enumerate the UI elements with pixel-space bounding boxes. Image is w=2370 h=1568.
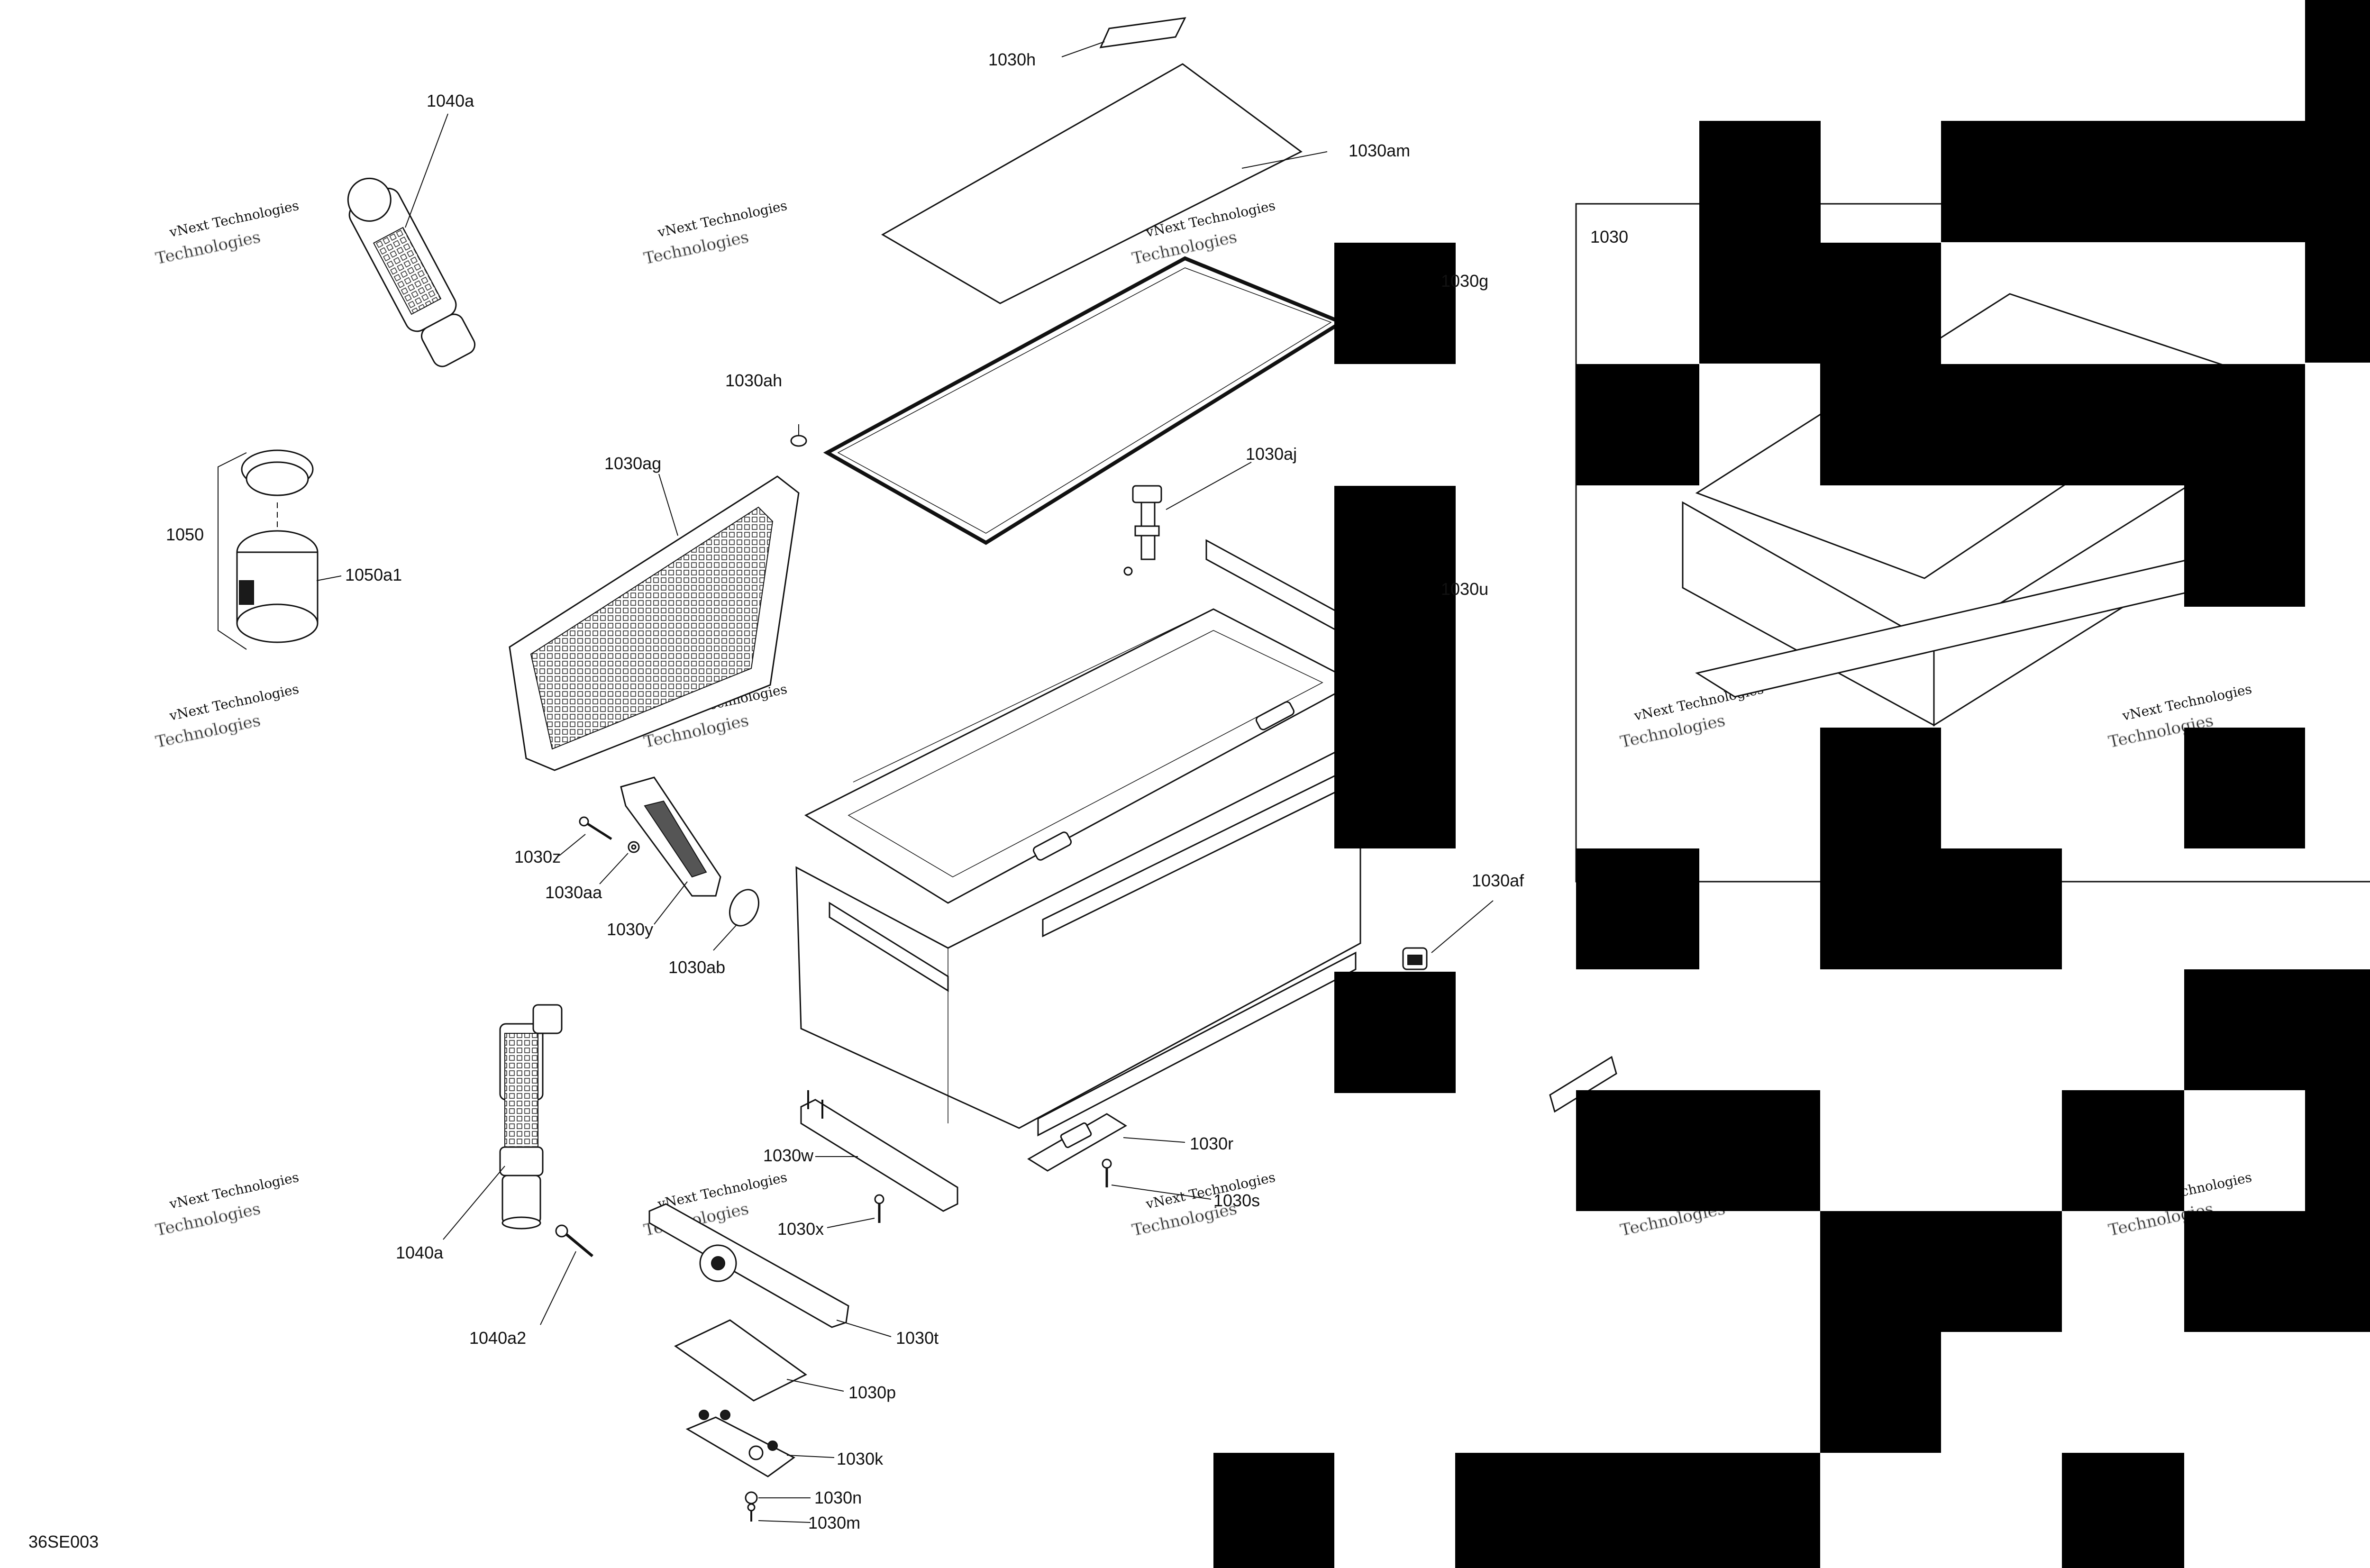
callout-1040a2: 1040a2 [469,1328,526,1348]
part-1030af-knob [1402,947,1428,970]
part-1030y-bracket [620,776,721,897]
part-1040a-rod-holder-bottom [499,1004,563,1230]
part-1050a1-cup [236,530,319,643]
callout-1050: 1050 [166,525,204,544]
part-1040a2-pin [555,1224,593,1258]
callout-1040a-top: 1040a [427,91,474,110]
part-1030p-pad [674,1319,807,1402]
part-1030w-rail [800,1090,958,1212]
callout-1040a-bottom: 1040a [396,1243,444,1262]
part-1030g-gasket [823,256,1346,545]
part-1050-cup-holder-group [218,449,319,650]
callout-1050a1: 1050a1 [345,565,402,584]
callout-1030ab: 1030ab [668,957,725,977]
part-main-storage-box [795,608,1361,1137]
part-1030ah-pin [790,424,807,447]
callout-1030y: 1030y [607,920,653,939]
callout-1030t: 1030t [896,1328,939,1348]
part-1030x-screw [874,1194,884,1223]
part-1030ab-clip [729,889,759,927]
part-1030aj-latch [1123,485,1162,576]
part-1030am-sheet [881,63,1303,304]
callout-1030u: 1030u [1441,579,1488,599]
callout-1030m: 1030m [808,1513,860,1532]
part-label-plate-inset [1549,1056,1617,1113]
part-1030ag-side-panel [509,475,800,771]
part-1030r-latch-plate [1027,1113,1127,1172]
redaction-blocks [1213,0,2370,1568]
part-1030n-washer [745,1491,758,1504]
callout-1030af: 1030af [1472,871,1524,890]
callout-1030w: 1030w [763,1146,814,1165]
part-1040a-rod-holder-top [347,177,476,367]
part-1030k-plate [685,1410,795,1477]
part-1030s-screw [1102,1158,1112,1187]
part-1030aa-washer [628,841,640,853]
callout-1030aj: 1030aj [1246,444,1297,464]
callout-1030n: 1030n [814,1488,862,1507]
callout-1030h: 1030h [988,50,1036,69]
part-1030z-screw [579,816,612,840]
callout-1030x: 1030x [777,1219,824,1239]
callout-1030aa: 1030aa [545,883,602,902]
callout-1030ag: 1030ag [604,454,661,473]
part-1030h-label-plate [1099,17,1186,48]
callout-1030s: 1030s [1213,1191,1260,1210]
callout-1030p: 1030p [848,1383,896,1402]
callout-1030r: 1030r [1190,1134,1233,1153]
part-1030m-screw [747,1503,756,1522]
callout-1030g: 1030g [1441,271,1488,291]
diagram-code: 36SE003 [28,1532,99,1551]
callout-1030z: 1030z [514,847,561,866]
part-1030t-strap [648,1203,849,1328]
callout-1030k: 1030k [837,1449,884,1468]
callout-labels: 1030h 1030am 1030g 1030ah 1030aj 1030ag … [28,50,1524,1551]
inset-label: 1030 [1590,227,1628,246]
callout-1030am: 1030am [1349,141,1410,160]
callout-1030ah: 1030ah [725,371,782,390]
